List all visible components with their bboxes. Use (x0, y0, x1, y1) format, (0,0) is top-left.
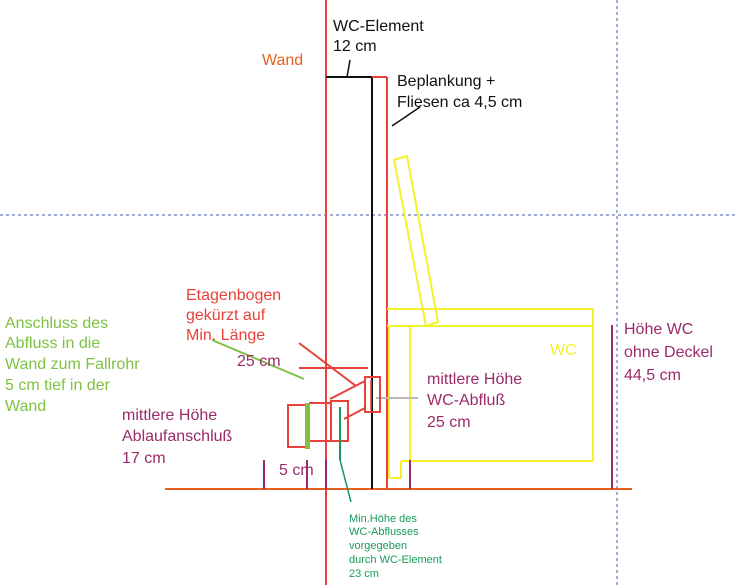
wc-lid (392, 154, 440, 328)
beplankung-pointer (391, 106, 421, 127)
label-anschluss-4: 5 cm tief in der (5, 377, 111, 394)
label-etagenbogen-length: 25 cm (237, 353, 281, 370)
label-etagenbogen-3: Min. Länge (186, 327, 265, 344)
label-mittlere-ablauf-1: mittlere Höhe (122, 407, 217, 424)
label-wc: WC (550, 342, 577, 359)
label-wc-element-2: 12 cm (333, 38, 377, 55)
wc-element-pointer (346, 59, 351, 78)
label-mittlere-abfluss-1: mittlere Höhe (427, 371, 522, 388)
label-mittlere-abfluss-2: WC-Abfluß (427, 392, 505, 409)
label-hoehe-wc-1: Höhe WC (624, 321, 693, 338)
label-mittlere-ablauf-3: 17 cm (122, 450, 166, 467)
label-min-hoehe-4: durch WC-Element (349, 554, 442, 566)
label-min-hoehe-2: WC-Abflusses (349, 526, 419, 538)
wall-connection-marker (305, 403, 310, 449)
etagenbogen-socket (364, 376, 381, 413)
label-anschluss-2: Abfluss in die (5, 335, 100, 352)
label-etagenbogen-1: Etagenbogen (186, 287, 281, 304)
label-mittlere-abfluss-3: 25 cm (427, 414, 471, 431)
label-min-hoehe-3: vorgegeben (349, 540, 407, 552)
label-five-cm: 5 cm (279, 462, 314, 479)
label-min-hoehe-1: Min.Höhe des (349, 513, 417, 525)
etagenbogen-arc-upper (329, 380, 366, 400)
label-anschluss-3: Wand zum Fallrohr (5, 356, 140, 373)
anschluss-pointer (211, 339, 305, 380)
label-min-hoehe-5: 23 cm (349, 568, 379, 580)
min-height-pointer (339, 459, 352, 503)
label-beplankung-1: Beplankung + (397, 73, 495, 90)
etagenbogen-pointer (298, 342, 357, 387)
drain-socket (287, 404, 308, 448)
label-beplankung-2: Fliesen ca 4,5 cm (397, 94, 522, 111)
label-anschluss-1: Anschluss des (5, 315, 108, 332)
label-wand: Wand (262, 52, 303, 69)
label-hoehe-wc-3: 44,5 cm (624, 367, 681, 384)
label-mittlere-ablauf-2: Ablaufanschluß (122, 428, 233, 445)
label-etagenbogen-2: gekürzt auf (186, 307, 266, 324)
label-anschluss-5: Wand (5, 398, 46, 415)
label-wc-element-1: WC-Element (333, 18, 424, 35)
label-hoehe-wc-2: ohne Deckel (624, 344, 713, 361)
